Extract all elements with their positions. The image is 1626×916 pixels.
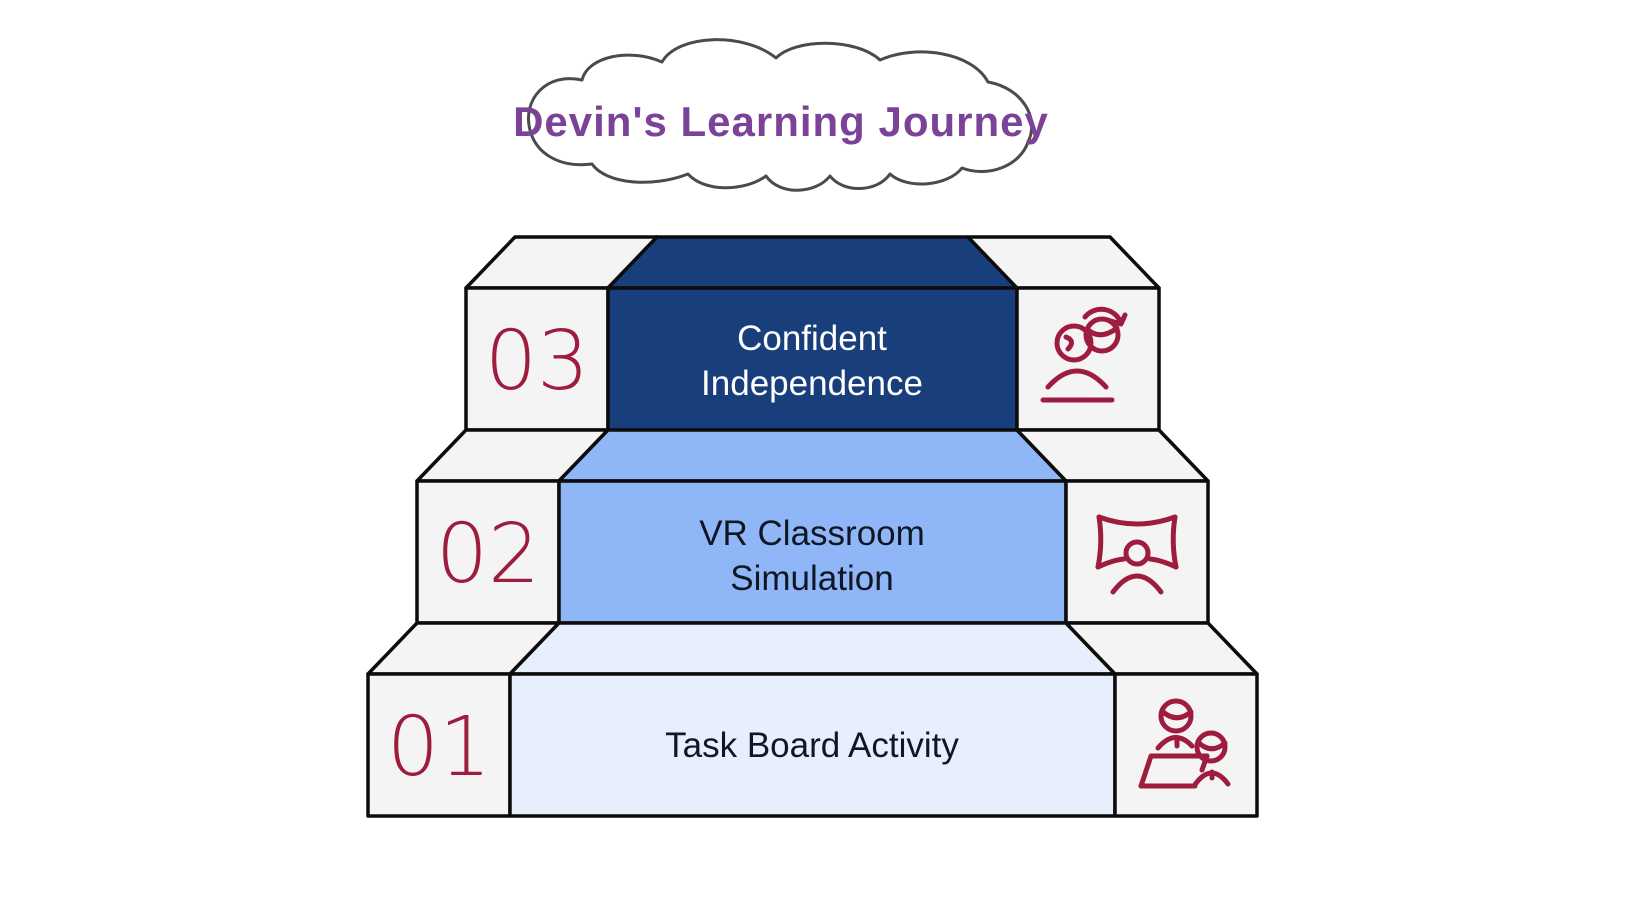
step-1-icon-block	[1113, 672, 1259, 818]
step-2-number: 02	[436, 507, 540, 602]
step-3-number: 03	[485, 314, 589, 409]
step-1-number: 01	[387, 700, 491, 795]
step-2-icon-block	[1064, 479, 1210, 625]
step-2: 02 VR Classroom Simulation	[415, 428, 1210, 625]
step-1-label-line-1: Task Board Activity	[665, 726, 959, 765]
title-cloud: Devin's Learning Journey	[513, 38, 1049, 192]
step-3-center-top-face	[606, 235, 1019, 290]
step-1-number-block	[366, 672, 512, 818]
person-before-curved-screen-icon	[1095, 514, 1179, 595]
step-2-center-top-face	[557, 428, 1068, 483]
step-3-label-line-1: Confident	[737, 319, 887, 358]
two-people-at-desk-icon	[1138, 698, 1231, 789]
page-title: Devin's Learning Journey	[513, 98, 1049, 145]
step-2-bar	[557, 479, 1068, 625]
step-2-label-line-1: VR Classroom	[699, 514, 925, 553]
step-1: 01 Task Board Activity	[366, 621, 1259, 818]
step-2-label-line-2: Simulation	[730, 559, 893, 598]
step-3-number-block	[464, 286, 610, 432]
step-3: 03 Confident Independence	[464, 235, 1161, 432]
cloud-shape	[527, 38, 1034, 192]
step-3-bar	[606, 286, 1019, 432]
step-3-label-line-2: Independence	[701, 364, 923, 403]
person-with-rotating-head-icon	[1040, 306, 1128, 403]
step-1-bar	[508, 672, 1117, 818]
step-1-center-top-face	[508, 621, 1117, 676]
step-3-icon-block	[1015, 286, 1161, 432]
